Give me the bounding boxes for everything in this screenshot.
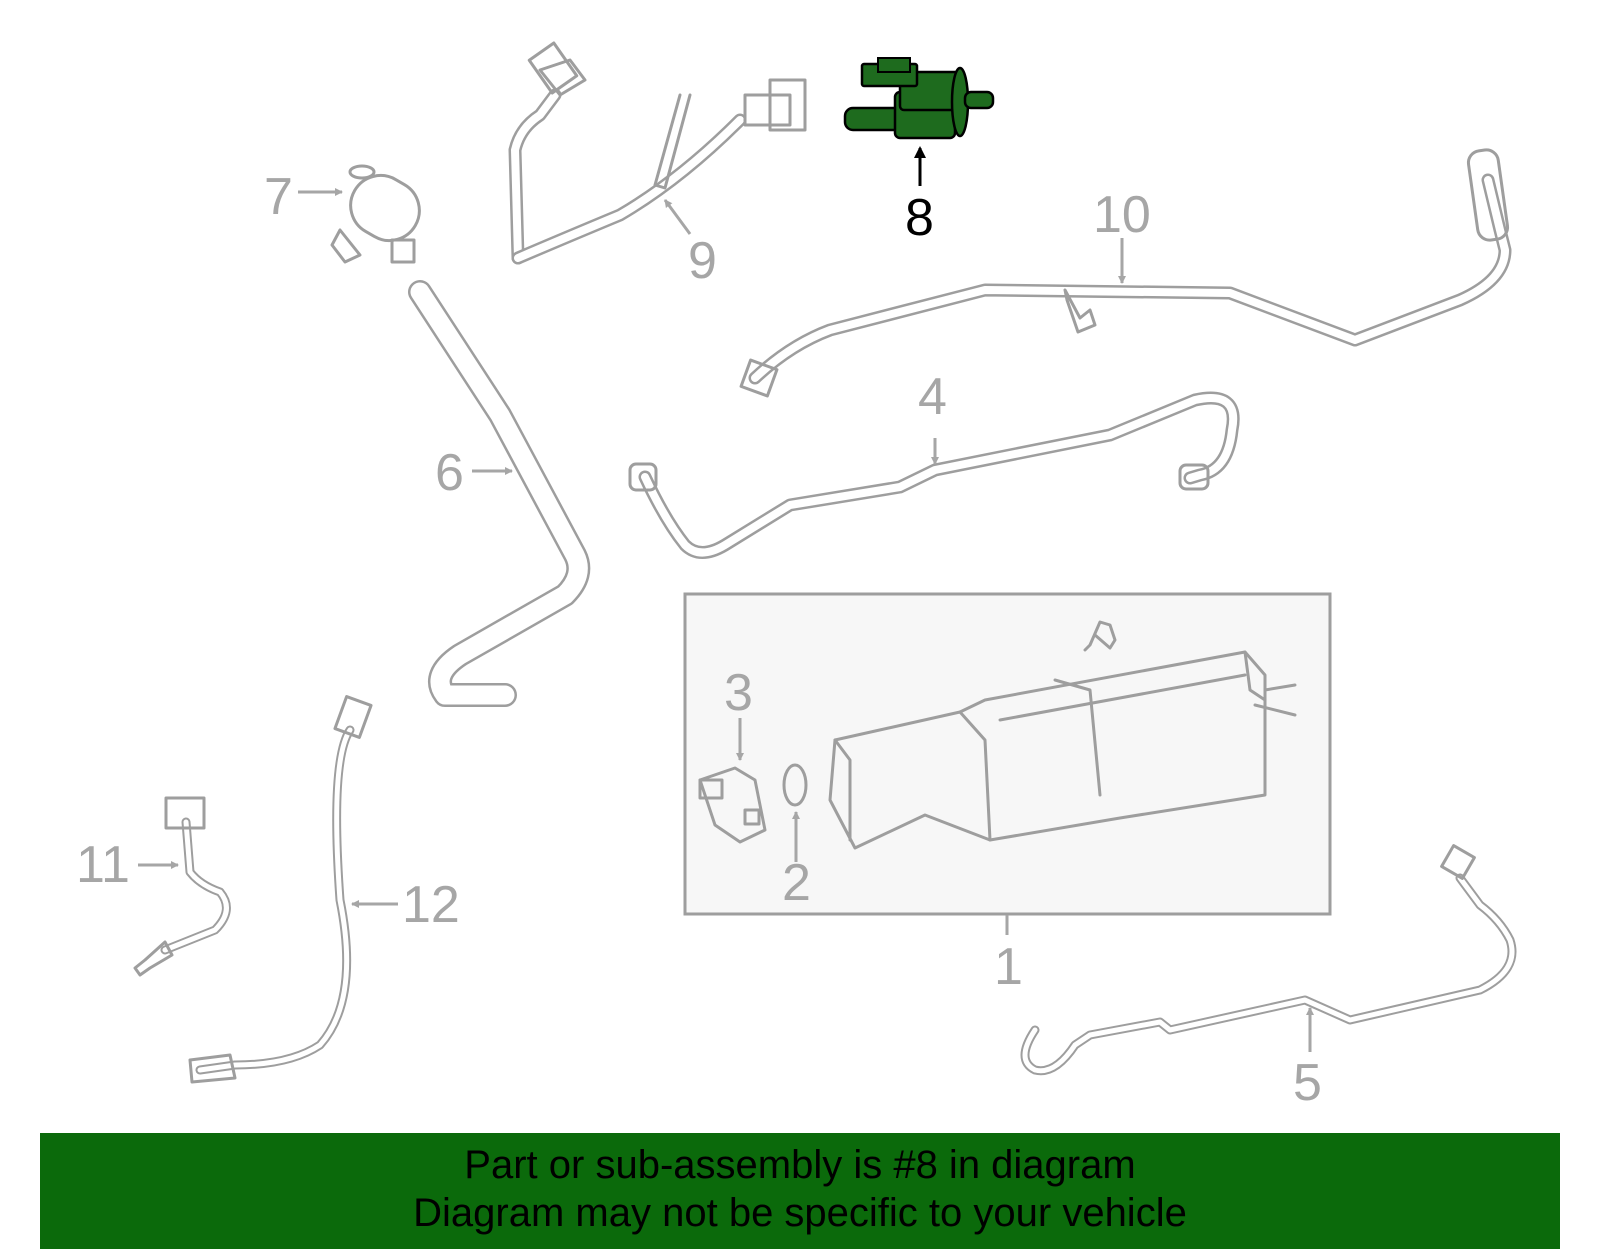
- callout-6: 6: [435, 444, 464, 502]
- harness-9: [508, 41, 807, 265]
- callout-2: 2: [782, 854, 811, 912]
- callout-12: 12: [402, 876, 460, 934]
- banner-line-2: Diagram may not be specific to your vehi…: [413, 1191, 1187, 1235]
- purge-valve-8: [843, 57, 995, 140]
- callout-9: 9: [688, 232, 717, 290]
- hose-5: [1020, 844, 1517, 1076]
- hose-10: [739, 148, 1512, 398]
- banner-line-1: Part or sub-assembly is #8 in diagram: [464, 1143, 1136, 1187]
- sensor-11: [133, 796, 231, 977]
- parts-diagram: 7 8 9 10 4 6 3 2 1 5 11 12: [76, 41, 1517, 1112]
- valve-7: [330, 164, 421, 264]
- canister-assembly-1: [683, 592, 1332, 916]
- sensor-12: [188, 695, 373, 1084]
- callout-3: 3: [724, 664, 753, 722]
- hose-4: [628, 391, 1240, 559]
- callout-8: 8: [905, 189, 934, 247]
- callout-4: 4: [918, 368, 947, 426]
- callout-7: 7: [264, 168, 293, 226]
- callout-10: 10: [1093, 186, 1151, 244]
- callout-11: 11: [76, 836, 130, 894]
- info-banner: Part or sub-assembly is #8 in diagram Di…: [40, 1133, 1560, 1249]
- vent-valve-3: [698, 766, 767, 844]
- callout-1: 1: [994, 938, 1023, 996]
- leader-lines: [138, 146, 1314, 1052]
- callout-5: 5: [1293, 1054, 1322, 1112]
- o-ring-2: [782, 763, 808, 807]
- hose-6: [408, 280, 591, 707]
